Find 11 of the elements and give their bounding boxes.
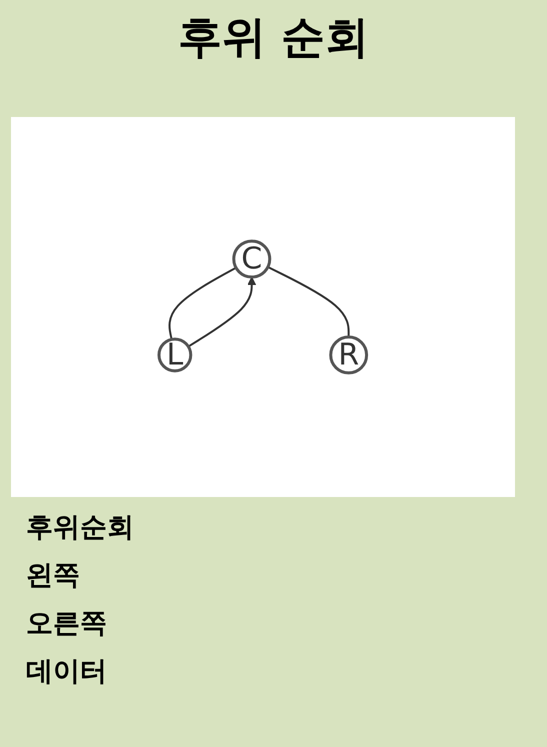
connector xyxy=(268,266,350,338)
arrow xyxy=(188,276,256,348)
title: 후위 순회 xyxy=(176,11,370,65)
label-text: 오른쪽 xyxy=(26,607,108,641)
node-circle: L xyxy=(158,338,192,372)
node-circle: C xyxy=(232,240,272,279)
label-text: 왼쪽 xyxy=(26,559,81,593)
node-circle: R xyxy=(329,336,368,374)
connector xyxy=(168,266,237,340)
label-text: 후위순회 xyxy=(26,511,135,545)
label-text: 데이터 xyxy=(26,655,108,689)
